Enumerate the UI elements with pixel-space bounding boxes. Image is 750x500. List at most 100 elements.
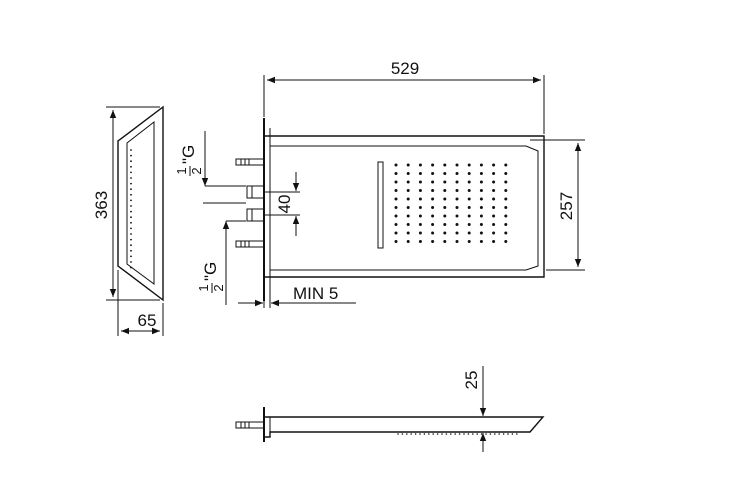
svg-text:2: 2 [189,167,204,174]
nozzle-dot [479,172,483,175]
nozzle-dot [492,223,496,226]
nozzle-dot [489,433,492,435]
front-view-outer [263,135,545,278]
nozzle-dot [476,433,479,435]
front-view-tray [269,145,539,271]
nozzle-dot [492,172,496,175]
side-view [117,105,164,302]
nozzle-dot [428,433,430,435]
nozzle-dot [130,171,132,174]
nozzle-dot [455,197,459,201]
nozzle-dot [492,231,496,235]
nozzle-dot [130,216,132,219]
nozzle-dot [467,433,470,435]
nozzle-dot [504,172,508,175]
nozzle-dot [498,433,501,435]
nozzle-dot [418,172,422,175]
nozzle-dot [130,149,132,151]
nozzle-dot [406,172,410,175]
svg-text:"G: "G [179,145,198,164]
nozzle-dot [130,165,132,168]
nozzle-dot [480,433,483,435]
nozzle-dot [406,163,410,167]
nozzle-dot [414,433,417,435]
nozzle-dot [472,433,474,435]
nozzle-dot [394,240,398,243]
thread-label-upper: 1 2 "G [174,145,204,176]
upper-pin [235,158,265,166]
nozzle-dot [492,180,496,184]
nozzle-dot [455,189,459,192]
nozzle-dot [130,255,132,258]
side-view-inner [126,120,155,285]
nozzle-dot [130,249,132,252]
nozzle-dot [418,197,422,201]
nozzle-dot [504,189,508,192]
nozzle-dot [479,214,483,218]
nozzle-dot [406,189,410,192]
dimension-min5-label: MIN 5 [293,284,338,303]
nozzle-dot [431,206,435,209]
nozzle-dot [443,231,447,235]
nozzle-dot [492,189,496,192]
nozzle-dot [443,189,447,192]
nozzle-dot [406,180,410,184]
nozzle-dot [492,197,496,201]
svg-text:1: 1 [196,284,211,291]
nozzle-dot [443,197,447,201]
nozzle-dot [431,163,435,167]
nozzle-dot [492,206,496,209]
nozzle-dot [494,433,496,435]
dimension-257: 257 [530,139,585,271]
nozzle-dot [516,433,518,435]
nozzle-dot [467,206,471,209]
nozzle-dot [436,433,439,435]
dimension-529-label: 529 [391,59,419,78]
nozzle-dot [441,433,443,435]
nozzle-dot [479,189,483,192]
nozzle-dot [445,433,448,435]
nozzle-dot [492,163,496,167]
nozzle-dot [130,205,132,207]
nozzle-dot [397,433,399,435]
nozzle-dot [450,433,452,435]
nozzle-dot [431,240,435,243]
nozzle-dot [418,240,422,243]
nozzle-dot [130,188,132,191]
dimension-25-label: 25 [462,371,481,390]
nozzle-dot [419,433,421,435]
nozzle-dot [467,189,471,192]
nozzle-dot [431,231,435,235]
dimension-25: 25 [462,366,487,452]
nozzle-dot [431,197,435,201]
nozzle-dot [130,266,132,269]
nozzle-dot [467,231,471,235]
nozzle-dot [394,180,398,184]
nozzle-dot [455,172,459,175]
nozzle-dot [463,433,465,435]
upper-connector [246,185,265,199]
nozzle-dot [467,163,471,167]
nozzle-dot [443,206,447,209]
nozzle-dot [479,180,483,184]
nozzle-dot [443,163,447,167]
nozzle-dot [130,221,132,224]
nozzle-dot [511,433,514,435]
nozzle-dot [410,433,413,435]
nozzle-dot [401,433,404,435]
nozzle-dot [130,244,132,247]
nozzle-dot [394,223,398,226]
nozzle-dot [394,214,398,218]
nozzle-dot [479,206,483,209]
nozzle-dot [504,197,508,201]
nozzle-dot [431,180,435,184]
dimension-40: 40 [264,172,300,236]
front-view-nozzles [394,163,508,243]
nozzle-dot [504,180,508,184]
lower-connector [246,208,265,222]
nozzle-dot [467,240,471,243]
nozzle-dot [130,233,132,235]
nozzle-dot [130,210,132,213]
nozzle-dot [406,240,410,243]
